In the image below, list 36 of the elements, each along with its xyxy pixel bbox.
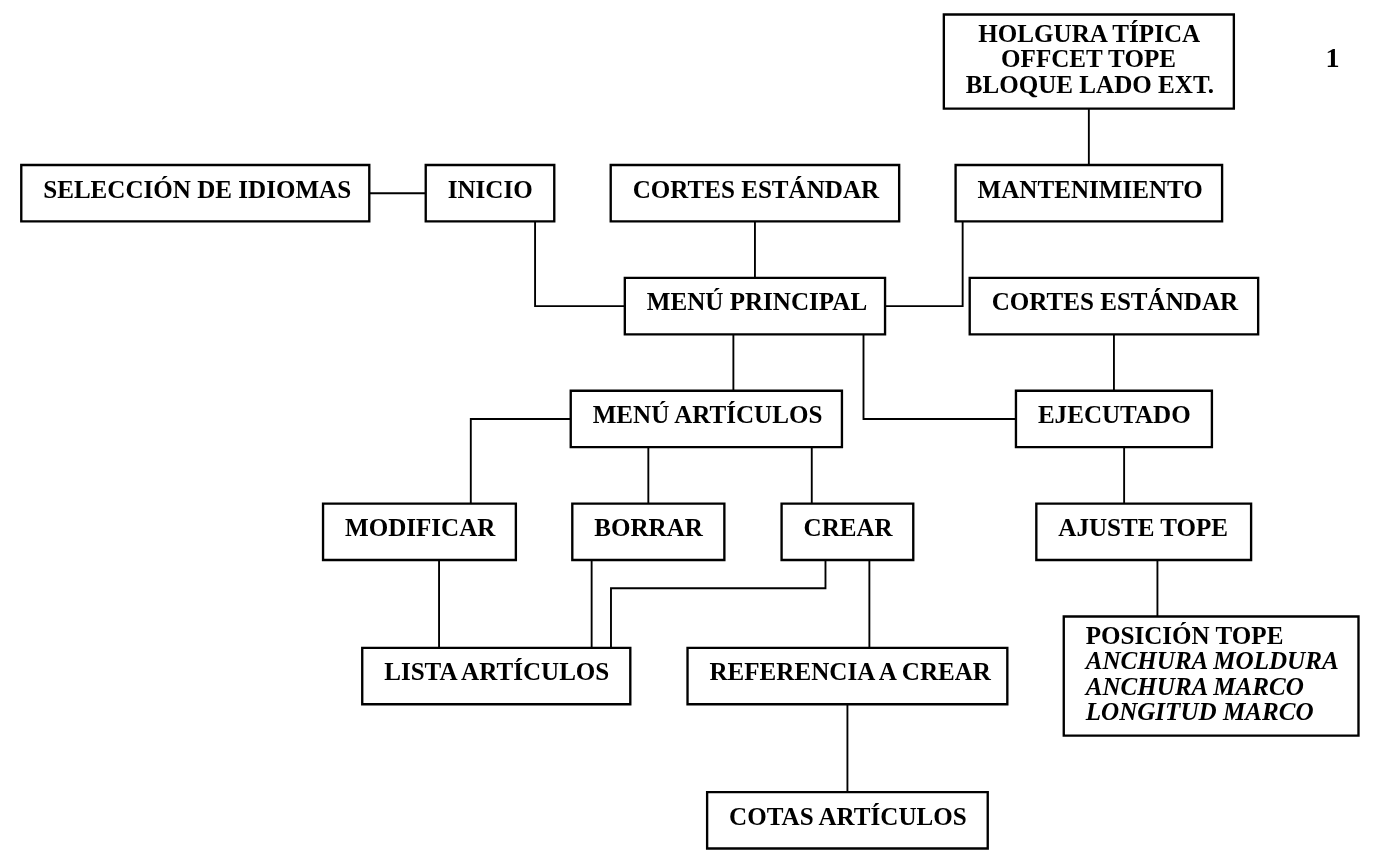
node-box: INICIO bbox=[424, 163, 555, 223]
connector bbox=[1156, 559, 1158, 617]
node-box: SELECCIÓN DE IDIOMAS bbox=[19, 163, 370, 223]
node-box: POSICIÓN TOPE ANCHURA MOLDURA ANCHURA MARCO LONGITUD MARCO bbox=[1062, 615, 1360, 737]
node-box: MENÚ ARTÍCULOS bbox=[569, 389, 843, 449]
connector bbox=[646, 446, 649, 504]
node-box: HOLGURA TÍPICA OFFCET TOPE BLOQUE LADO EXT. bbox=[942, 13, 1235, 110]
connector bbox=[437, 559, 440, 649]
connector bbox=[846, 703, 848, 793]
connector bbox=[368, 192, 426, 195]
node-box: MODIFICAR bbox=[321, 502, 517, 562]
connector bbox=[1087, 108, 1090, 166]
connector bbox=[867, 559, 870, 649]
connector bbox=[1112, 333, 1115, 392]
node-box: MENÚ PRINCIPAL bbox=[623, 276, 886, 336]
connector bbox=[753, 220, 756, 279]
node-box: LISTA ARTÍCULOS bbox=[360, 646, 631, 706]
label: 1 bbox=[1325, 41, 1340, 73]
connector bbox=[533, 220, 625, 308]
node-box: EJECUTADO bbox=[1014, 389, 1213, 449]
node-box: MANTENIMIENTO bbox=[953, 163, 1223, 223]
connector bbox=[590, 559, 593, 649]
node-box: AJUSTE TOPE bbox=[1034, 502, 1252, 562]
node-box: CREAR bbox=[779, 502, 914, 562]
connector bbox=[862, 333, 1017, 420]
connector bbox=[810, 446, 813, 504]
connector bbox=[731, 333, 734, 392]
node-box: REFERENCIA A CREAR bbox=[685, 646, 1008, 706]
connector bbox=[1122, 446, 1125, 504]
node-box: COTAS ARTÍCULOS bbox=[705, 790, 989, 850]
node-box: CORTES ESTÁNDAR bbox=[968, 276, 1259, 336]
connector bbox=[609, 559, 826, 649]
connector bbox=[883, 220, 964, 308]
node-box: CORTES ESTÁNDAR bbox=[609, 163, 900, 223]
node-box: BORRAR bbox=[570, 502, 726, 562]
connector bbox=[469, 418, 572, 505]
